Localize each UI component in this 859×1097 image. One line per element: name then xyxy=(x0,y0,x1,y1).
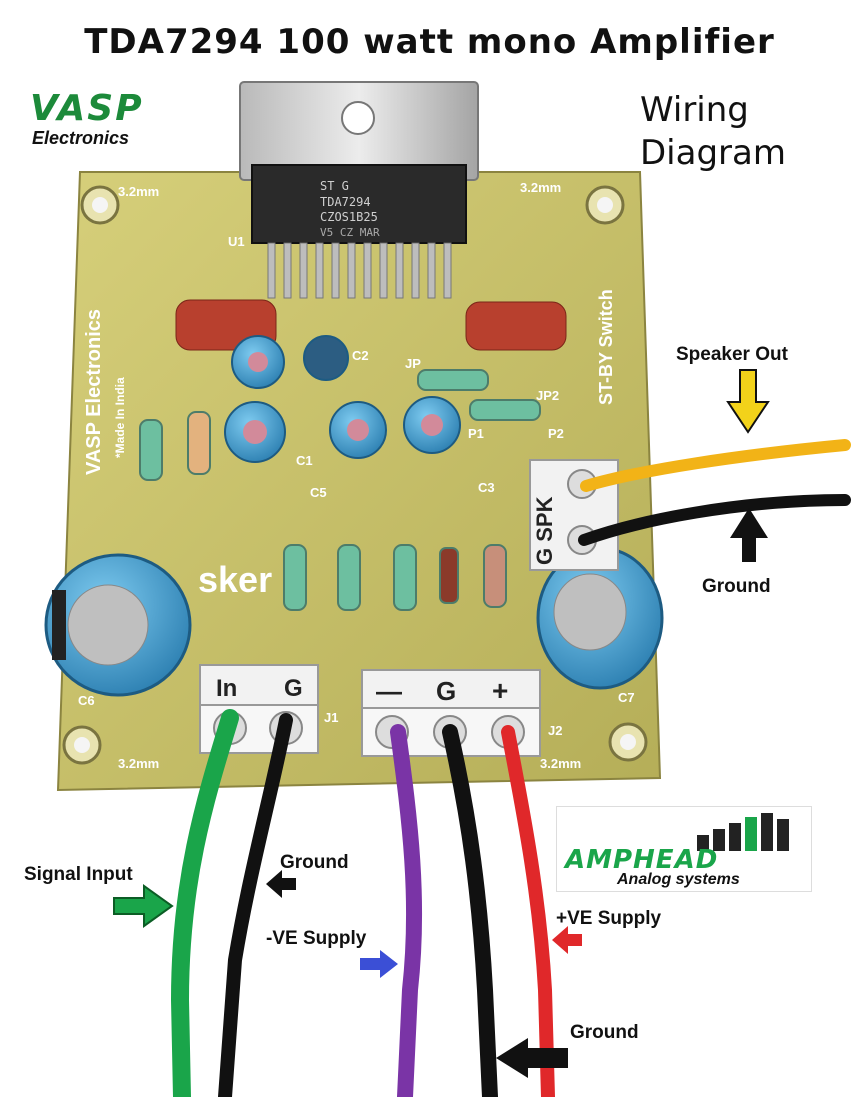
chip-text-4: V5 CZ MAR xyxy=(320,226,380,239)
power-g-label: G xyxy=(436,676,456,706)
tda7294-chip: ST G TDA7294 CZOS1B25 V5 CZ MAR U1 xyxy=(228,81,479,299)
small-capacitors xyxy=(224,335,461,463)
label-signal-input: Signal Input xyxy=(24,864,133,885)
black-wire-input xyxy=(218,713,293,1097)
amphead-logo-sub: Analog systems xyxy=(617,871,740,888)
arrow-ve-minus xyxy=(360,950,398,978)
mounting-hole-tl xyxy=(80,185,120,225)
side-text-right: ST-BY Switch xyxy=(596,289,616,405)
yellow-wire xyxy=(580,439,851,492)
green-wire xyxy=(170,709,239,1097)
heading-wiring: Wiring xyxy=(640,90,749,130)
in-g-label: G xyxy=(284,675,303,702)
side-text-left: VASP Electronics xyxy=(83,309,105,475)
mounting-hole-br xyxy=(608,722,648,762)
label-ground-right: Ground xyxy=(702,576,771,597)
black-wire-power xyxy=(442,724,498,1097)
ref-c7: C7 xyxy=(618,690,635,705)
label-ground-left: Ground xyxy=(280,852,349,873)
chip-ref: U1 xyxy=(228,234,245,249)
heading-diagram: Diagram xyxy=(640,133,786,173)
chip-pins xyxy=(267,242,452,299)
ref-jp2: JP2 xyxy=(536,388,559,403)
ref-c5: C5 xyxy=(310,485,327,500)
label-ve-plus: +VE Supply xyxy=(556,908,662,929)
ref-p1: P1 xyxy=(468,426,484,441)
ref-c2: C2 xyxy=(352,348,369,363)
arrow-ground-bottom xyxy=(496,1038,568,1078)
film-capacitor-right xyxy=(465,301,567,351)
resistors xyxy=(139,369,541,611)
label-speaker-out: Speaker Out xyxy=(676,344,788,365)
hole-label-bl: 3.2mm xyxy=(118,756,159,771)
vasp-logo-name: VASP xyxy=(30,88,144,129)
brand-fragment: sker xyxy=(198,559,272,600)
black-wire-speaker xyxy=(578,494,851,546)
arrow-ground-left xyxy=(266,870,296,898)
chip-text-3: CZOS1B25 xyxy=(320,210,378,224)
vasp-logo: VASP Electronics xyxy=(26,88,180,152)
wires xyxy=(170,439,851,1097)
red-wire xyxy=(501,725,555,1097)
speaker-terminal-block: G SPK xyxy=(529,459,619,571)
ref-c1: C1 xyxy=(296,453,313,468)
chip-text-1: ST G xyxy=(320,179,349,193)
amphead-logo-name: AMPHEAD xyxy=(565,845,719,875)
made-in-india: *Made In India xyxy=(113,377,127,458)
page-title: TDA7294 100 watt mono Amplifier xyxy=(84,22,775,62)
chip-text-2: TDA7294 xyxy=(320,195,371,209)
arrow-signal-input xyxy=(113,884,174,928)
label-ve-minus: -VE Supply xyxy=(266,928,367,949)
hole-label-br: 3.2mm xyxy=(540,756,581,771)
amphead-bars-icon xyxy=(697,813,789,851)
mounting-hole-bl xyxy=(62,725,102,765)
amphead-logo: AMPHEAD Analog systems xyxy=(556,806,812,892)
in-label: In xyxy=(216,675,237,702)
j2-ref: J2 xyxy=(548,723,562,738)
ref-p2: P2 xyxy=(548,426,564,441)
spk-label: G SPK xyxy=(532,496,557,565)
ref-jp: JP xyxy=(405,356,421,371)
big-capacitor-left xyxy=(44,553,192,697)
j1-ref: J1 xyxy=(324,710,338,725)
hole-label-tl: 3.2mm xyxy=(118,184,159,199)
arrow-ve-plus xyxy=(552,926,582,954)
hole-label-tr: 3.2mm xyxy=(520,180,561,195)
label-ground-bottom: Ground xyxy=(570,1022,639,1043)
purple-wire xyxy=(390,724,423,1097)
ref-c6: C6 xyxy=(78,693,95,708)
power-minus-label: — xyxy=(376,676,402,706)
vasp-logo-sub: Electronics xyxy=(32,128,130,148)
arrow-speaker-out xyxy=(726,369,770,434)
big-capacitor-right xyxy=(536,546,664,690)
arrow-ground-right xyxy=(730,508,768,562)
ref-c3: C3 xyxy=(478,480,495,495)
mounting-hole-tr xyxy=(585,185,625,225)
power-plus-label: + xyxy=(492,675,508,706)
